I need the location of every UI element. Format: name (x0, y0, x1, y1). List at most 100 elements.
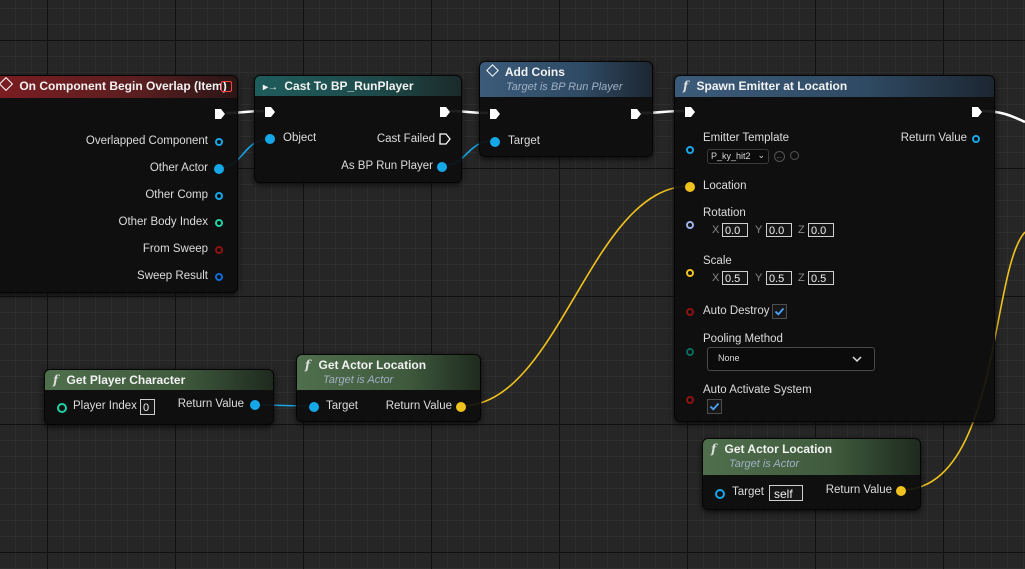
checkmark-icon (774, 307, 785, 316)
get-loc1-target-label: Target (326, 400, 358, 412)
location-label: Location (703, 180, 747, 192)
use-selected-asset-icon[interactable]: ← (774, 151, 785, 162)
player-index-pin[interactable] (57, 403, 67, 413)
as-player-pin[interactable] (437, 162, 447, 172)
get-loc2-target-label: Target (732, 486, 764, 498)
sweep-result-pin[interactable] (215, 273, 223, 281)
emitter-template-dropdown[interactable]: P_ky_hit2 ⌄ (707, 149, 769, 164)
location-pin[interactable] (685, 182, 695, 192)
spawn-return-value-pin[interactable] (972, 135, 980, 143)
chevron-down-icon (852, 356, 862, 363)
other-actor-pin[interactable] (214, 164, 224, 174)
cast-object-label: Object (283, 132, 317, 144)
auto-activate-label: Auto Activate System (703, 384, 812, 396)
event-diamond-icon (0, 76, 14, 92)
pin-label-other-actor: Other Actor (149, 162, 208, 174)
scale-z-input[interactable]: 0.5 (808, 271, 834, 285)
pin-label-other-comp: Other Comp (145, 189, 208, 201)
emitter-template-label: Emitter Template (703, 132, 790, 144)
get-loc2-target-input[interactable]: self (769, 485, 803, 501)
cast-exec-out-pin[interactable] (439, 106, 451, 118)
exec-out-pin[interactable] (214, 108, 226, 120)
scale-y-axis: Y (755, 272, 763, 284)
get-player-character-title: Get Player Character (66, 373, 186, 387)
rotation-y-axis: Y (755, 224, 763, 236)
auto-destroy-label: Auto Destroy (703, 305, 770, 317)
spawn-emitter-header[interactable]: f Spawn Emitter at Location (675, 76, 994, 97)
overlapped-component-pin[interactable] (215, 138, 223, 146)
function-icon: f (305, 358, 311, 372)
browse-asset-search-icon[interactable] (790, 151, 799, 160)
rotation-x-axis: X (712, 224, 720, 236)
from-sweep-pin[interactable] (215, 246, 223, 254)
cast-failed-exec-pin[interactable] (439, 133, 451, 145)
other-comp-pin[interactable] (215, 192, 223, 200)
function-icon: f (683, 79, 689, 93)
get-loc1-target-pin[interactable] (309, 402, 319, 412)
add-coins-exec-out-pin[interactable] (630, 108, 642, 120)
cast-node[interactable]: ▸→ Cast To BP_RunPlayer Object Cast Fail… (254, 75, 462, 183)
pin-label-sweep-result: Sweep Result (137, 270, 208, 282)
scale-y-input[interactable]: 0.5 (766, 271, 792, 285)
emitter-template-value: P_ky_hit2 (711, 151, 751, 161)
get-actor-location-title-1: Get Actor Location (318, 358, 427, 372)
emitter-template-pin[interactable] (686, 146, 694, 154)
get-loc1-return-pin[interactable] (456, 402, 466, 412)
pooling-method-value: None (718, 353, 740, 363)
pin-label-from-sweep: From Sweep (142, 243, 208, 255)
rotation-label: Rotation (703, 207, 746, 219)
scale-z-axis: Z (798, 272, 805, 284)
player-index-input[interactable]: 0 (140, 399, 155, 415)
other-body-index-pin[interactable] (215, 219, 223, 227)
cast-object-pin[interactable] (265, 134, 275, 144)
player-index-label: Player Index (73, 400, 137, 412)
spawn-exec-out-pin[interactable] (971, 106, 983, 118)
auto-activate-pin[interactable] (686, 396, 694, 404)
overlap-event-node[interactable]: On Component Begin Overlap (Item) Overla… (0, 75, 238, 293)
auto-destroy-pin[interactable] (686, 308, 694, 316)
add-coins-title: Add Coins (504, 65, 565, 79)
rotation-z-input[interactable]: 0.0 (808, 223, 834, 237)
get-actor-location-node-1[interactable]: f Get Actor Location Target is Actor Tar… (296, 354, 481, 422)
spawn-exec-in-pin[interactable] (684, 106, 696, 118)
get-loc2-return-pin[interactable] (896, 486, 906, 496)
pooling-method-label: Pooling Method (703, 333, 783, 345)
get-player-return-pin[interactable] (250, 400, 260, 410)
cast-header[interactable]: ▸→ Cast To BP_RunPlayer (255, 76, 461, 96)
get-actor-location-header-2[interactable]: f Get Actor Location Target is Actor (703, 439, 920, 475)
vector-wire-location (460, 185, 691, 407)
scale-x-input[interactable]: 0.5 (722, 271, 748, 285)
auto-destroy-checkbox[interactable] (772, 304, 787, 319)
get-loc2-target-pin[interactable] (715, 489, 725, 499)
pooling-method-pin[interactable] (686, 348, 694, 356)
add-coins-header[interactable]: Add Coins Target is BP Run Player (480, 62, 652, 97)
add-coins-exec-in-pin[interactable] (489, 108, 501, 120)
event-delegate-icon[interactable] (221, 81, 232, 92)
get-actor-location-title-2: Get Actor Location (724, 442, 833, 456)
cast-arrows-icon: ▸→ (263, 82, 279, 93)
get-actor-location-node-2[interactable]: f Get Actor Location Target is Actor Tar… (702, 438, 921, 510)
get-player-character-node[interactable]: f Get Player Character Player Index 0 Re… (44, 369, 274, 425)
add-coins-target-pin[interactable] (490, 137, 500, 147)
scale-pin[interactable] (686, 269, 694, 277)
add-coins-node[interactable]: Add Coins Target is BP Run Player Target (479, 61, 653, 157)
pooling-method-dropdown[interactable]: None (707, 347, 875, 371)
get-actor-location-header-1[interactable]: f Get Actor Location Target is Actor (297, 355, 480, 390)
rotation-pin[interactable] (686, 221, 694, 229)
pin-label-overlapped-component: Overlapped Component (85, 135, 208, 147)
function-icon: f (53, 373, 59, 387)
get-loc1-return-label: Return Value (385, 400, 452, 412)
scale-label: Scale (703, 255, 732, 267)
function-icon: f (711, 442, 717, 456)
get-player-character-header[interactable]: f Get Player Character (45, 370, 273, 390)
overlap-event-header[interactable]: On Component Begin Overlap (Item) (0, 76, 237, 98)
rotation-y-input[interactable]: 0.0 (766, 223, 792, 237)
rotation-x-input[interactable]: 0.0 (722, 223, 748, 237)
as-player-label: As BP Run Player (341, 160, 433, 172)
spawn-emitter-node[interactable]: f Spawn Emitter at Location Emitter Temp… (674, 75, 995, 422)
cast-exec-in-pin[interactable] (264, 106, 276, 118)
chevron-down-icon: ⌄ (757, 150, 765, 160)
get-actor-location-subtitle-2: Target is Actor (729, 458, 800, 470)
auto-activate-checkbox[interactable] (707, 399, 722, 414)
add-coins-target-label: Target (508, 135, 540, 147)
